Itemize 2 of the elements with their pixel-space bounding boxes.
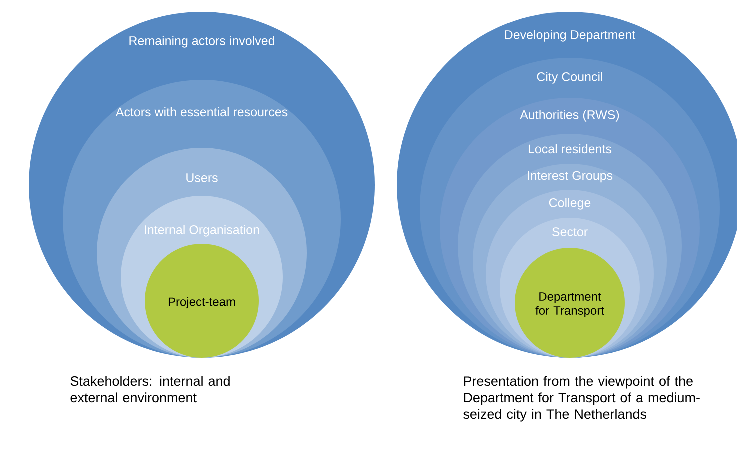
caption: Presentation from the viewpoint of the Department for Transport of a medium-seized city in The Netherlands [464, 376, 700, 422]
caption: Stakeholders: internal and external environment [70, 376, 230, 403]
